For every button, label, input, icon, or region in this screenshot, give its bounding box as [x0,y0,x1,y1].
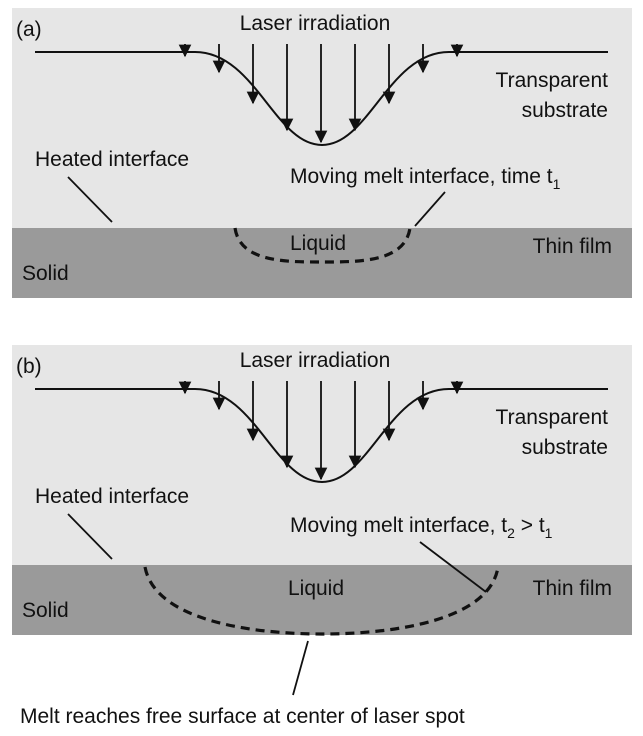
substrate-region [12,345,632,565]
panel-a: (a) Laser irradiation Transparent substr… [12,8,632,298]
transparent-label: Transparent [496,406,609,429]
caption-leader [292,640,309,696]
liquid-label: Liquid [288,577,344,600]
moving-melt-leader [419,541,487,593]
substrate-label: substrate [522,436,608,459]
thin-film-region [12,565,632,635]
panel-label: (b) [16,355,42,378]
moving-melt-label: Moving melt interface, t2 > t1 [290,514,553,541]
melt-front-b [143,566,500,636]
laser-arrows [178,44,464,144]
laser-arrows [178,381,464,481]
heated-interface-leader [67,176,113,223]
laser-label: Laser irradiation [240,12,391,35]
substrate-label: substrate [522,99,608,122]
laser-intensity-profile [35,51,608,147]
transparent-label: Transparent [496,69,609,92]
moving-melt-leader [414,191,446,227]
caption: Melt reaches free surface at center of l… [20,705,465,728]
moving-melt-label: Moving melt interface, time t1 [290,165,561,192]
solid-label: Solid [22,599,69,622]
thin-film-label: Thin film [533,577,612,600]
heated-interface-label: Heated interface [35,148,189,171]
laser-label: Laser irradiation [240,349,391,372]
heated-interface-leader [67,513,113,560]
laser-intensity-profile [35,388,608,484]
thin-film-label: Thin film [533,235,612,258]
solid-label: Solid [22,262,69,285]
substrate-region [12,8,632,228]
thin-film-region [12,228,632,298]
panel-label: (a) [16,18,42,41]
heated-interface-label: Heated interface [35,485,189,508]
panel-b: (b) Laser irradiation Transparent substr… [12,345,632,696]
liquid-label: Liquid [290,232,346,255]
